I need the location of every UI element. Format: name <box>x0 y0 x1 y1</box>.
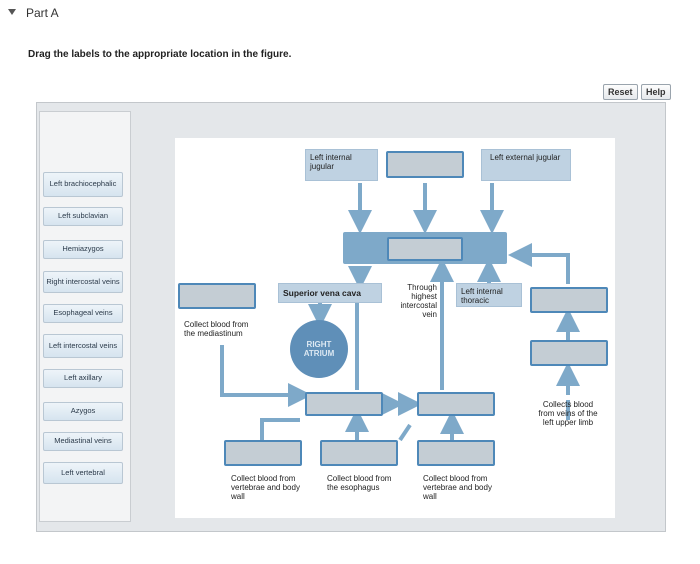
drag-label-left-subclavian[interactable]: Left subclavian <box>43 207 123 226</box>
arrow-mediastinum-to-azygos <box>220 345 312 407</box>
drag-label-left-brachiocephalic[interactable]: Left brachiocephalic <box>43 172 123 197</box>
drop-zone-top-middle[interactable] <box>386 151 464 178</box>
drag-label-left-intercostal-veins[interactable]: Left intercostal veins <box>43 334 123 358</box>
line-bottom-left <box>260 418 300 440</box>
drag-label-mediastinal-veins[interactable]: Mediastinal veins <box>43 432 123 451</box>
drop-zone-left[interactable] <box>178 283 256 309</box>
drag-label-hemiazygos[interactable]: Hemiazygos <box>43 240 123 259</box>
reset-button[interactable]: Reset <box>603 84 638 100</box>
label-left-external-jugular: Left external jugular <box>481 149 571 181</box>
part-header[interactable]: Part A <box>8 6 59 20</box>
label-collects-left-upper-limb: Collects blood from veins of the left up… <box>538 400 598 427</box>
drop-zone-right-middle[interactable] <box>530 340 608 366</box>
instruction-text: Drag the labels to the appropriate locat… <box>28 49 292 60</box>
drag-label-right-intercostal-veins[interactable]: Right intercostal veins <box>43 271 123 293</box>
drop-zone-bottom-left[interactable] <box>224 440 302 466</box>
drag-label-left-vertebral[interactable]: Left vertebral <box>43 462 123 484</box>
drag-label-left-axillary[interactable]: Left axillary <box>43 369 123 388</box>
right-atrium: RIGHT ATRIUM <box>290 320 348 378</box>
drag-label-esophageal-veins[interactable]: Esophageal veins <box>43 304 123 323</box>
part-title: Part A <box>26 6 59 20</box>
drop-zone-bottom-right[interactable] <box>417 440 495 466</box>
line-bottom-middle-diag <box>398 423 412 442</box>
drop-zone-lower-middle-left[interactable] <box>305 392 383 416</box>
collapse-caret-icon[interactable] <box>8 9 16 15</box>
drop-zone-top-bar[interactable] <box>387 237 463 261</box>
drop-zone-lower-middle-right[interactable] <box>417 392 495 416</box>
label-collect-vertebrae-2: Collect blood from vertebrae and body wa… <box>423 474 492 501</box>
label-collect-esophagus: Collect blood from the esophagus <box>327 474 392 492</box>
label-left-internal-thoracic: Left internal thoracic <box>456 283 522 307</box>
drop-zone-bottom-middle[interactable] <box>320 440 398 466</box>
label-collect-vertebrae-1: Collect blood from vertebrae and body wa… <box>231 474 300 501</box>
label-collect-mediastinum: Collect blood from the mediastinum <box>184 320 249 338</box>
help-button[interactable]: Help <box>641 84 671 100</box>
arrow-right-column-up <box>508 243 570 284</box>
drop-zone-right-top[interactable] <box>530 287 608 313</box>
label-superior-vena-cava: Superior vena cava <box>278 283 382 303</box>
drag-label-azygos[interactable]: Azygos <box>43 402 123 421</box>
label-left-internal-jugular: Left internal jugular <box>305 149 378 181</box>
label-through-highest-intercostal: Through highest intercostal vein <box>400 283 437 319</box>
